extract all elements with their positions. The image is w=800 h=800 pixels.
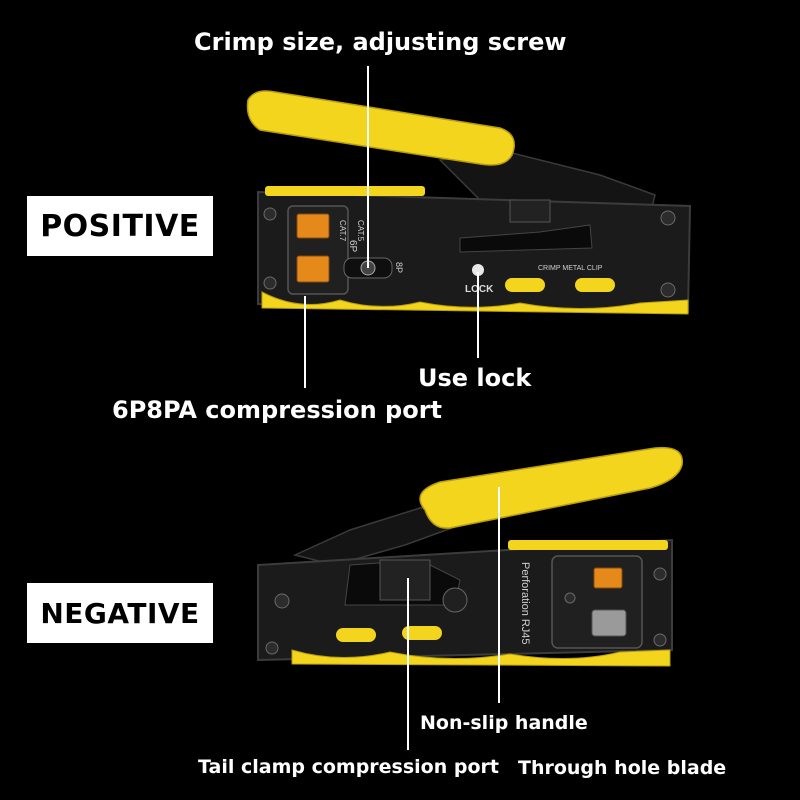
marking-crimp-clip: CRIMP METAL CLIP	[538, 265, 603, 272]
marking-perforation: Perforation RJ45	[519, 562, 531, 645]
callout-through-hole-blade: Through hole blade	[518, 757, 727, 779]
callout-adjusting-screw: Crimp size, adjusting screw	[194, 28, 567, 56]
through-hole-blade	[591, 609, 627, 637]
positive-handle	[246, 90, 515, 166]
marking-8p: 8P	[394, 262, 404, 273]
callout-use-lock: Use lock	[418, 364, 532, 392]
callout-tail-clamp-port: Tail clamp compression port	[198, 756, 499, 778]
port-leader-line	[304, 296, 306, 388]
handle-leader-line	[498, 487, 500, 703]
positive-port-6p	[296, 213, 330, 239]
marking-cat5: CAT.5	[356, 220, 365, 242]
positive-port-8p	[296, 255, 330, 283]
marking-cat7: CAT.7	[338, 220, 347, 242]
tail-port-leader-line	[407, 578, 409, 750]
negative-handle	[419, 446, 683, 529]
positive-tag: POSITIVE	[27, 196, 213, 256]
callout-compression-port: 6P8PA compression port	[112, 396, 443, 424]
negative-tool: Perforation RJ45	[257, 446, 683, 667]
lock-leader-line	[477, 272, 479, 358]
marking-lock: LOCK	[465, 284, 494, 295]
positive-tool: 6P CAT.7 CAT.5 8P LOCK CRIMP METAL CLIP	[246, 90, 692, 315]
callout-non-slip-handle: Non-slip handle	[420, 712, 588, 734]
negative-tag: NEGATIVE	[27, 583, 213, 643]
negative-port	[593, 567, 623, 589]
screw-leader-line	[367, 66, 369, 268]
marking-6p: 6P	[347, 240, 358, 253]
